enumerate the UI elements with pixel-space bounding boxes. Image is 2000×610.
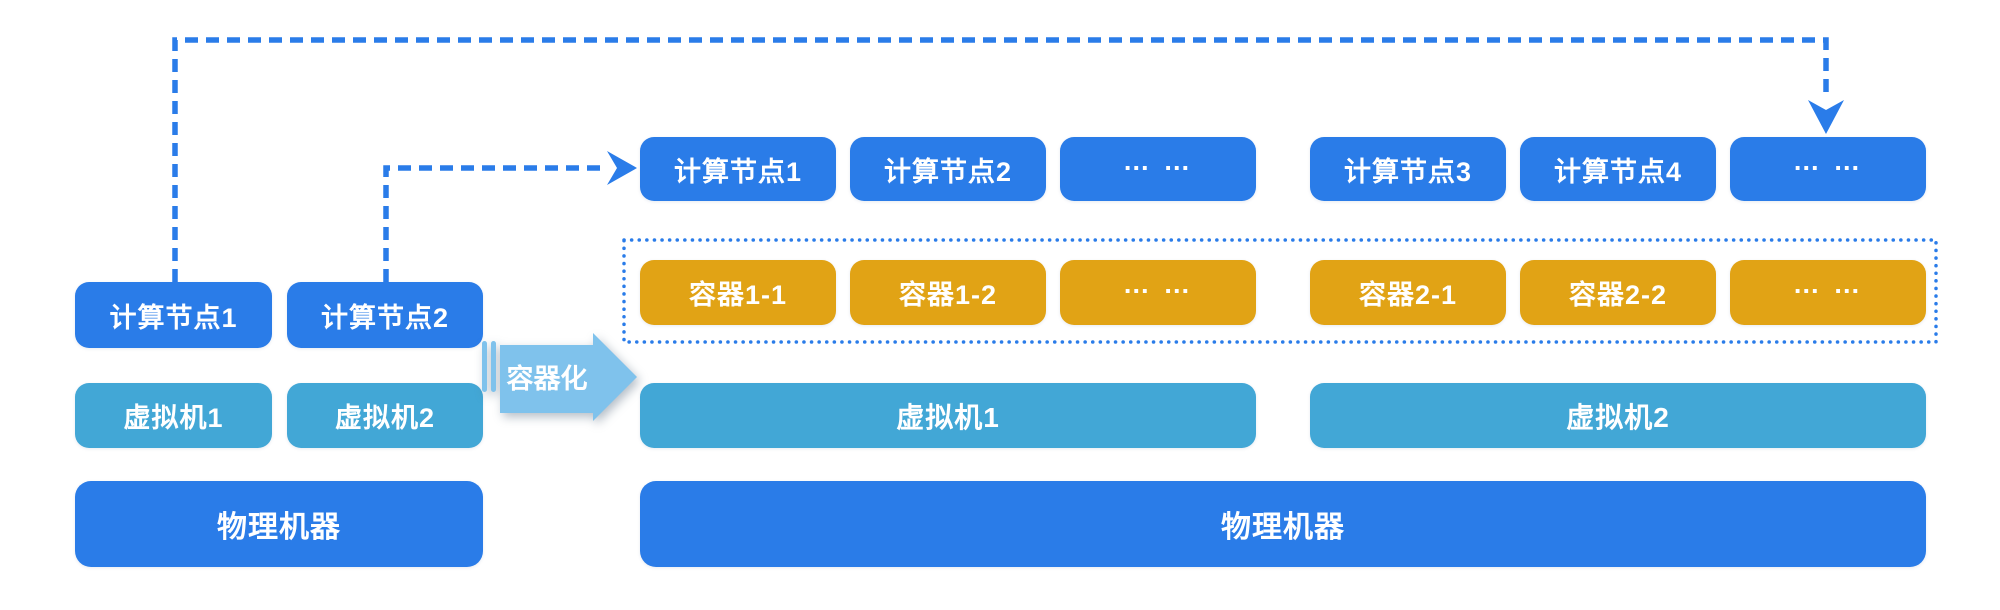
ellipsis-label: … … (1122, 145, 1194, 176)
container-1-1-label: 容器1-1 (688, 280, 788, 310)
after-compute-node-2-label: 计算节点2 (883, 156, 1013, 187)
before-compute-node-1-label: 计算节点1 (109, 302, 238, 333)
after-physical-machine-label: 物理机器 (1221, 511, 1345, 544)
after-compute-node-3-label: 计算节点3 (1343, 156, 1473, 187)
container-2-2-label: 容器2-2 (1568, 280, 1668, 310)
container-1-1: 容器1-1 (640, 260, 836, 325)
after-compute-node-4-label: 计算节点4 (1553, 156, 1683, 187)
arrow-tail-stripe-icon (482, 341, 487, 392)
dashed-connector-node2 (383, 165, 604, 282)
dashed-connector-node1 (172, 37, 1829, 282)
after-vm-1-label: 虚拟机1 (896, 401, 1000, 433)
before-compute-node-2-label: 计算节点2 (320, 302, 450, 333)
ellipsis-label: … … (1122, 269, 1194, 299)
container-ellipsis-2: … … (1730, 260, 1926, 325)
container-ellipsis-1: … … (1060, 260, 1256, 325)
before-vm-2-label: 虚拟机2 (334, 403, 436, 433)
before-physical-machine: 物理机器 (75, 481, 483, 567)
after-compute-node-1-label: 计算节点1 (673, 156, 803, 187)
after-vm-2-label: 虚拟机2 (1566, 401, 1670, 433)
after-vm-2: 虚拟机2 (1310, 383, 1926, 448)
before-vm-2: 虚拟机2 (287, 383, 483, 448)
after-vm-1: 虚拟机1 (640, 383, 1256, 448)
after-compute-node-2: 计算节点2 (850, 137, 1046, 201)
ellipsis-label: … … (1792, 269, 1864, 299)
container-2-1: 容器2-1 (1310, 260, 1506, 325)
after-physical-machine: 物理机器 (640, 481, 1926, 567)
after-compute-node-ellipsis-2: … … (1730, 137, 1926, 201)
before-compute-node-2: 计算节点2 (287, 282, 483, 348)
after-compute-node-1: 计算节点1 (640, 137, 836, 201)
before-compute-node-1: 计算节点1 (75, 282, 272, 348)
arrow-body (500, 345, 594, 413)
after-compute-node-3: 计算节点3 (1310, 137, 1506, 201)
container-1-2-label: 容器1-2 (898, 280, 998, 310)
arrow-tail-stripe-icon (491, 341, 496, 392)
containerization-arrow-label: 容器化 (507, 363, 588, 394)
container-2-2: 容器2-2 (1520, 260, 1716, 325)
arrow-head (593, 333, 637, 421)
containerization-arrow: 容器化 (482, 333, 637, 421)
after-compute-node-ellipsis-1: … … (1060, 137, 1256, 201)
container-2-1-label: 容器2-1 (1358, 280, 1458, 310)
arrowhead-down-icon (1808, 100, 1844, 134)
after-compute-node-4: 计算节点4 (1520, 137, 1716, 201)
container-1-2: 容器1-2 (850, 260, 1046, 325)
arrowhead-right-icon (607, 151, 637, 185)
before-physical-machine-label: 物理机器 (217, 511, 341, 544)
before-vm-1: 虚拟机1 (75, 383, 272, 448)
before-vm-1-label: 虚拟机1 (123, 403, 224, 433)
ellipsis-label: … … (1792, 145, 1864, 176)
